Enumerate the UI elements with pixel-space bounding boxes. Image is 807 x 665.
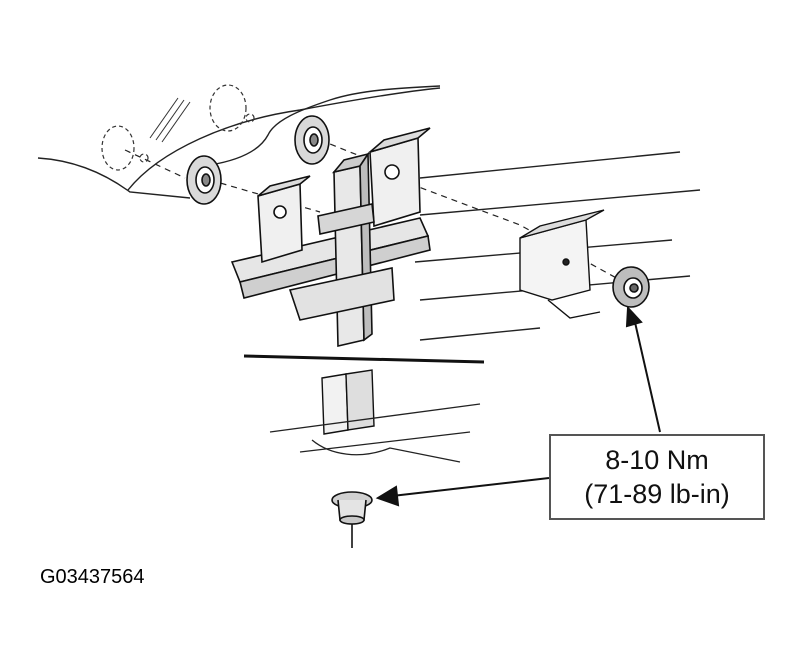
torque-lbin-label: (71-89 lb-in) [584,479,730,509]
lower-post [321,369,375,435]
floor-line [243,354,485,364]
washer-middle [294,115,330,165]
phantom-hatch [149,97,191,143]
bottom-bolt [331,491,373,548]
side-bracket [519,209,605,319]
phantom-washers [101,84,255,171]
seat-bracket [230,127,431,348]
floor-rails [269,403,481,463]
torque-spec-callout: 8-10 Nm (71-89 lb-in) [549,434,765,520]
figure-id: G03437564 [40,566,145,588]
right-nut [612,266,650,308]
leader-arrows [375,305,661,507]
torque-nm-label: 8-10 Nm [605,445,709,475]
washer-left [186,155,222,205]
wire-strap [209,85,441,166]
